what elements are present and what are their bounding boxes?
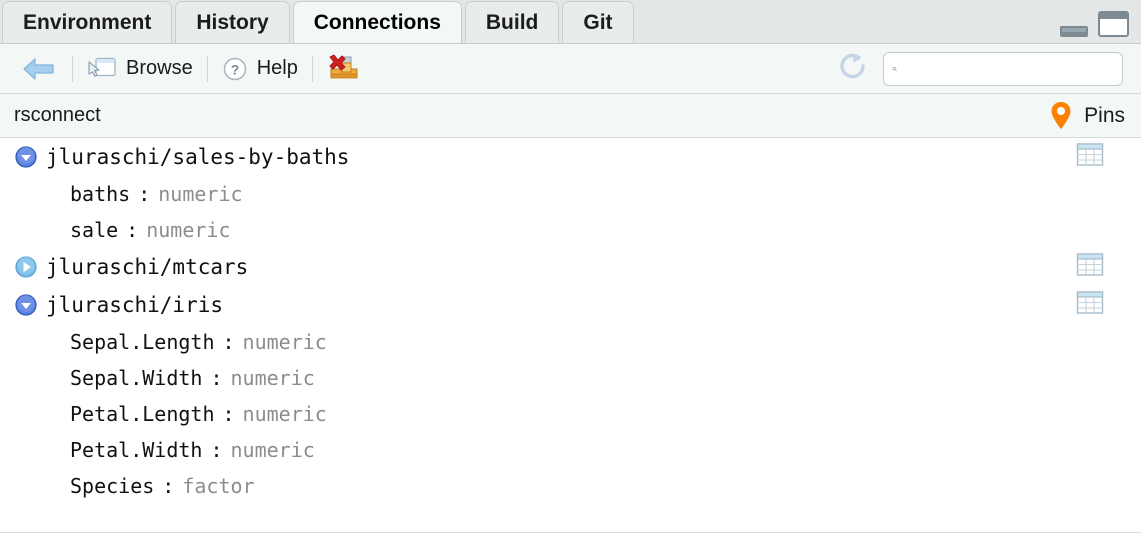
toolbar-right-group: [837, 51, 1123, 86]
tree-field[interactable]: Sepal.Length : numeric: [0, 324, 1141, 360]
browse-button[interactable]: Browse: [81, 54, 199, 84]
chevron-right-icon[interactable]: [14, 255, 38, 279]
tab-label: History: [196, 10, 269, 34]
tab-history[interactable]: History: [175, 1, 290, 43]
pins-button[interactable]: Pins: [1048, 100, 1125, 132]
field-separator: :: [210, 438, 223, 462]
tree-field[interactable]: baths : numeric: [0, 176, 1141, 212]
field-name: Sepal.Length: [70, 330, 215, 354]
toolbar-divider: [72, 55, 73, 82]
search-box[interactable]: [883, 51, 1123, 86]
tree-field[interactable]: Species : factor: [0, 468, 1141, 504]
svg-text:?: ?: [230, 61, 239, 77]
field-type: numeric: [230, 438, 315, 462]
tree-field[interactable]: sale : numeric: [0, 212, 1141, 248]
tab-label: Environment: [23, 10, 152, 34]
tree-node-label: jluraschi/iris: [46, 293, 224, 317]
tab-build[interactable]: Build: [464, 1, 560, 43]
field-separator: :: [222, 402, 235, 426]
maximize-pane-icon[interactable]: [1098, 11, 1129, 37]
disconnect-button[interactable]: [321, 52, 367, 86]
help-label: Help: [256, 57, 298, 79]
field-separator: :: [126, 218, 139, 242]
minimize-pane-icon[interactable]: [1060, 26, 1088, 37]
pins-label: Pins: [1084, 103, 1125, 127]
field-separator: :: [222, 330, 235, 354]
tab-environment[interactable]: Environment: [2, 1, 173, 43]
field-type: numeric: [146, 218, 231, 242]
pane-tab-bar: Environment History Connections Build Gi…: [0, 0, 1141, 44]
tree-node[interactable]: jluraschi/mtcars: [0, 248, 1141, 286]
connection-path-bar: rsconnect Pins: [0, 94, 1141, 138]
tab-label: Git: [583, 10, 613, 34]
field-name: Petal.Width: [70, 438, 203, 462]
tree-node-label: jluraschi/sales-by-baths: [46, 145, 350, 169]
tree-field[interactable]: Petal.Width : numeric: [0, 432, 1141, 468]
back-arrow-icon: [23, 57, 54, 80]
table-grid-icon: [1076, 291, 1104, 314]
tab-connections[interactable]: Connections: [292, 1, 462, 43]
view-table-button[interactable]: [1075, 142, 1105, 173]
help-button[interactable]: ? Help: [216, 54, 304, 84]
field-name: sale: [70, 218, 119, 242]
field-separator: :: [138, 182, 151, 206]
pane-window-controls: [1060, 11, 1129, 37]
tree-node[interactable]: jluraschi/sales-by-baths: [0, 138, 1141, 176]
field-separator: :: [210, 366, 223, 390]
search-input[interactable]: [903, 58, 1114, 79]
tab-git[interactable]: Git: [562, 1, 634, 43]
field-type: numeric: [242, 330, 327, 354]
help-question-icon: ?: [223, 57, 246, 80]
back-button[interactable]: [16, 54, 62, 84]
table-grid-icon: [1076, 253, 1104, 276]
field-type: factor: [182, 474, 255, 498]
tree-field[interactable]: Sepal.Width : numeric: [0, 360, 1141, 396]
connections-toolbar: Browse ? Help: [0, 44, 1141, 94]
browse-window-icon: [88, 57, 116, 77]
field-name: Species: [70, 474, 155, 498]
search-icon: [892, 66, 897, 71]
chevron-down-icon[interactable]: [14, 293, 38, 317]
tab-label: Build: [485, 10, 539, 34]
tree-field[interactable]: Petal.Length : numeric: [0, 396, 1141, 432]
tree-node[interactable]: jluraschi/iris: [0, 286, 1141, 324]
field-type: numeric: [230, 366, 315, 390]
field-name: Sepal.Width: [70, 366, 203, 390]
tree-node-label: jluraschi/mtcars: [46, 255, 249, 279]
field-type: numeric: [158, 182, 243, 206]
disconnect-plug-icon: [329, 54, 358, 78]
map-pin-icon: [1051, 101, 1071, 129]
field-name: Petal.Length: [70, 402, 215, 426]
view-table-button[interactable]: [1075, 252, 1105, 283]
tab-label: Connections: [313, 10, 441, 34]
field-name: baths: [70, 182, 131, 206]
toolbar-divider: [206, 55, 208, 82]
field-type: numeric: [242, 402, 327, 426]
chevron-down-icon[interactable]: [14, 145, 38, 169]
refresh-icon: [840, 53, 865, 79]
field-separator: :: [162, 474, 175, 498]
connections-tree: jluraschi/sales-by-baths baths : numeric…: [0, 138, 1141, 533]
refresh-button[interactable]: [837, 51, 869, 86]
browse-label: Browse: [126, 57, 193, 79]
view-table-button[interactable]: [1075, 290, 1105, 321]
connection-name[interactable]: rsconnect: [14, 104, 101, 126]
toolbar-divider: [311, 55, 313, 82]
table-grid-icon: [1076, 143, 1104, 166]
